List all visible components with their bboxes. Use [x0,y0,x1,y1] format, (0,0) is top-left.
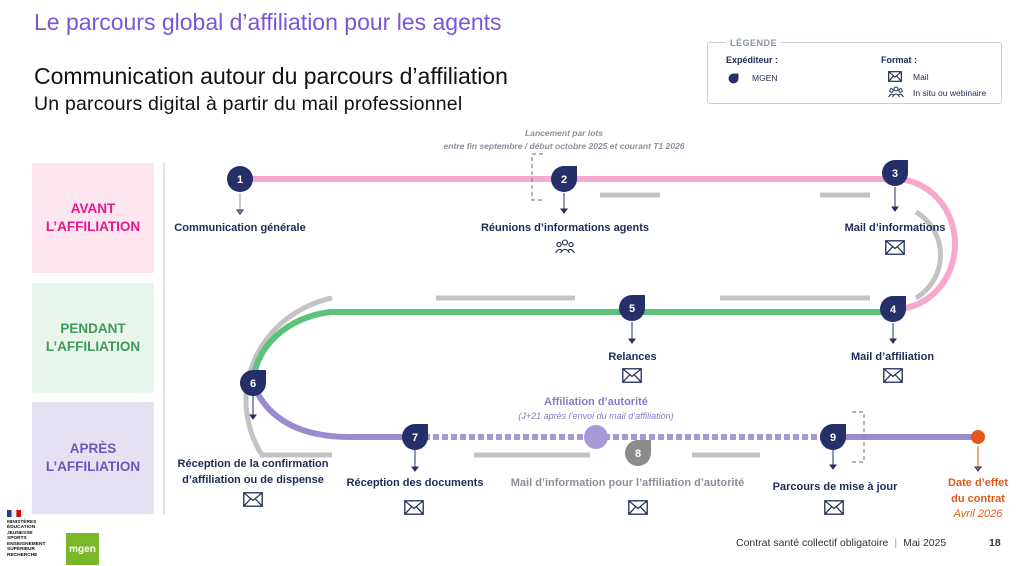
step-8-label: Mail d’information pour l’affiliation d’… [510,477,745,489]
effect-date-marker [971,430,985,444]
step-6-mail-icon [243,492,263,507]
legend-title: LÉGENDE [726,38,782,48]
phase-apres-line1: APRÈS [69,441,117,456]
step-9-mail-icon [824,500,844,515]
step-2-label: Réunions d’informations agents [480,222,650,234]
effect-date-value: Avril 2026 [953,508,1003,520]
effect-date-line1: Date d’effet [948,477,1008,489]
step-4-label: Mail d’affiliation [850,351,935,363]
step-2-marker [551,166,577,192]
track-apres-1 [250,382,415,440]
legend-format-insitu: In situ ou webinaire [913,88,987,98]
authority-marker [584,425,608,449]
step-8-marker [625,440,651,466]
footer-date: Mai 2025 [903,537,947,549]
mgen-logo: mgen [66,533,99,565]
step-9-label: Parcours de mise à jour [772,481,898,493]
step-6-label-line1: Réception de la confirmation [177,458,329,470]
step-6-marker [240,370,266,396]
phase-avant-line2: L’AFFILIATION [45,219,141,234]
page-number: 18 [989,537,1001,549]
step-9-marker [820,424,846,450]
phase-pendant: PENDANT L’AFFILIATION [32,283,154,393]
launch-annotation-line1: Lancement par lots [525,128,603,138]
phase-divider [163,163,165,515]
ministere-logo: MINISTÈRES ÉDUCATION JEUNESSE SPORTS ENS… [7,510,63,558]
phase-apres-line2: L’AFFILIATION [45,459,141,474]
track-shadow [243,192,943,458]
step-7-number: 7 [412,432,418,444]
footer-text: Contrat santé collectif obligatoire | Mai … [736,537,946,549]
legend-sender-value: MGEN [752,73,778,83]
page-title: Le parcours global d’affiliation pour le… [34,9,502,35]
launch-annotation: Lancement par lots entre fin septembre /… [404,127,724,153]
step-7-mail-icon [404,500,424,515]
step-4-marker [880,296,906,322]
legend-box: LÉGENDE Expéditeur : MGEN Format : Mail … [707,38,1002,104]
bracket-step-9 [852,411,865,463]
legend-sender-label: Expéditeur : [726,55,779,65]
step-8-number: 8 [635,448,641,460]
step-5-marker [619,295,645,321]
step-5-number: 5 [629,303,635,315]
step-1-number: 1 [237,174,243,186]
step-3-label: Mail d’informations [844,222,946,234]
step-3-number: 3 [892,168,898,180]
effect-date-line2: du contrat [951,493,1005,505]
track-avant [240,176,958,312]
mail-icon [888,71,902,82]
legend-format-mail: Mail [913,72,929,82]
phase-apres: APRÈS L’AFFILIATION [32,402,154,514]
legend-format-label: Format : [881,55,917,65]
step-7-label: Réception des documents [346,477,484,489]
step-3-marker [882,160,908,186]
step-2-number: 2 [561,174,567,186]
footer-separator: | [894,537,898,549]
authority-label: Affiliation d’autorité [544,396,648,408]
step-3-mail-icon [885,240,905,255]
footer-contract: Contrat santé collectif obligatoire [736,537,889,549]
phase-avant-line1: AVANT [70,201,116,216]
sender-marker-icon [728,73,739,84]
step-7-marker [402,424,428,450]
step-6-label: Réception de la confirmation d’affiliati… [163,456,343,488]
phase-pendant-line2: L’AFFILIATION [45,339,141,354]
step-6-label-line2: d’affiliation ou de dispense [182,474,324,486]
effect-date-label: Date d’effet du contrat [933,475,1023,507]
step-8-mail-icon [628,500,648,515]
phase-avant: AVANT L’AFFILIATION [32,163,154,273]
authority-sublabel: (J+21 après l’envoi du mail d’affiliatio… [518,411,674,421]
step-4-number: 4 [890,304,897,316]
step-5-mail-icon [622,368,642,383]
track-pendant [250,309,893,385]
step-9-number: 9 [830,432,836,444]
step-1-marker [227,166,253,192]
step-4-mail-icon [883,368,903,383]
page-subtitle: Communication autour du parcours d’affil… [34,63,508,89]
step-2-people-icon [555,239,575,254]
launch-annotation-line2: entre fin septembre / début octobre 2025… [443,141,685,151]
page-subtitle-2: Un parcours digital à partir du mail pro… [34,93,463,115]
republique-flag-icon [7,510,21,517]
step-1-label: Communication générale [174,222,306,234]
people-icon [888,86,904,98]
step-6-number: 6 [250,378,256,390]
step-5-label: Relances [608,351,657,363]
phase-pendant-line1: PENDANT [60,321,126,336]
